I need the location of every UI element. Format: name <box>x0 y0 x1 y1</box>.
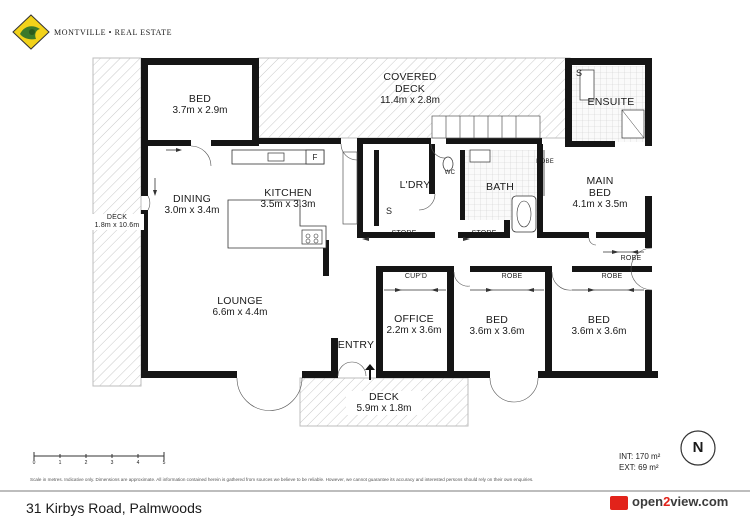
laundry-name: L'DRY <box>399 179 431 191</box>
bed-mid-dims: 3.6m x 3.6m <box>469 326 525 338</box>
bath-label: BATH <box>480 181 520 193</box>
area-internal: INT: 170 m² <box>619 452 661 461</box>
s-laundry-label: S <box>385 206 392 216</box>
open2view-part1: open <box>632 494 664 509</box>
kitchen-label: KITCHEN 3.5m x 3.3m <box>248 187 328 211</box>
kitchen-name: KITCHEN <box>264 187 312 199</box>
laundry-label: L'DRY <box>390 179 440 191</box>
bed-right-label: BED 3.6m x 3.6m <box>558 314 640 338</box>
fridge-label: F <box>312 153 318 162</box>
side-deck-name: DECK <box>106 214 128 221</box>
scale-tick-1: 1 <box>58 460 62 466</box>
scale-tick-5: 5 <box>162 460 166 466</box>
bed-top-name: BED <box>188 93 212 105</box>
deck-stairs <box>431 115 541 139</box>
lounge-label: LOUNGE 6.6m x 4.4m <box>200 295 280 319</box>
area-external: EXT: 69 m² <box>619 463 659 472</box>
entry-name: ENTRY <box>337 339 375 351</box>
robe-mid-label: ROBE <box>501 273 523 280</box>
main-bed-label: MAIN BED 4.1m x 3.5m <box>560 175 640 211</box>
bath-name: BATH <box>485 181 515 193</box>
bed-mid-label: BED 3.6m x 3.6m <box>456 314 538 338</box>
ensuite-label: ENSUITE <box>584 96 638 108</box>
office-dims: 2.2m x 3.6m <box>386 325 442 337</box>
front-deck-label: DECK 5.9m x 1.8m <box>346 391 422 415</box>
bed-right-name: BED <box>587 314 611 326</box>
scale-bar <box>33 452 165 460</box>
pantry-shelves <box>342 151 358 225</box>
kitchen-fridge <box>305 149 325 165</box>
entry-arrow <box>365 364 375 380</box>
store-label-1: STORE <box>391 230 417 237</box>
toilet <box>442 156 454 172</box>
ensuite-name: ENSUITE <box>587 96 635 108</box>
robe-right-label: ROBE <box>601 273 623 280</box>
dining-label: DINING 3.0m x 3.4m <box>152 193 232 217</box>
cooktop <box>301 229 323 245</box>
dining-name: DINING <box>173 193 211 205</box>
bed-top-dims: 3.7m x 2.9m <box>172 105 228 117</box>
bathtub <box>511 195 537 233</box>
office-label: OFFICE 2.2m x 3.6m <box>380 313 448 337</box>
cupd-label: CUP'D <box>404 273 428 280</box>
main-bed-name: MAIN <box>586 175 614 187</box>
kitchen-dims: 3.5m x 3.3m <box>260 199 316 211</box>
scale-tick-3: 3 <box>110 460 114 466</box>
bed-right-dims: 3.6m x 3.6m <box>571 326 627 338</box>
covered-deck-name: COVERED <box>383 71 437 83</box>
office-name: OFFICE <box>394 313 434 325</box>
scale-tick-2: 2 <box>84 460 88 466</box>
front-deck-dims: 5.9m x 1.8m <box>356 403 412 415</box>
robe-main-label: ROBE <box>620 255 642 262</box>
open2view-brand: open2view.com <box>632 494 728 509</box>
open2view-part2: 2 <box>663 494 671 509</box>
s-ensuite-label: S <box>575 68 582 78</box>
bed-mid-name: BED <box>485 314 509 326</box>
covered-deck-dims: 11.4m x 2.8m <box>380 95 440 107</box>
lounge-name: LOUNGE <box>217 295 263 307</box>
scale-tick-4: 4 <box>136 460 140 466</box>
covered-deck-name2: DECK <box>395 83 425 96</box>
agency-logo <box>12 14 50 50</box>
wc-label: WC <box>444 170 456 176</box>
entry-label: ENTRY <box>336 339 376 351</box>
open2view-icon <box>610 496 628 510</box>
scale-tick-0: 0 <box>32 460 36 466</box>
store-label-2: STORE <box>471 230 497 237</box>
agency-name: MONTVILLE • REAL ESTATE <box>54 28 173 37</box>
kitchen-sink <box>267 152 285 162</box>
main-bed-dims: 4.1m x 3.5m <box>572 199 628 211</box>
robe-main2-label: ROBE <box>536 159 554 165</box>
footer-divider <box>0 490 750 492</box>
open2view-part3: view.com <box>670 494 729 509</box>
compass <box>680 430 716 466</box>
main-bed-name2: BED <box>588 187 612 200</box>
bed-top-label: BED 3.7m x 2.9m <box>160 93 240 117</box>
compass-north-label: N <box>692 439 704 456</box>
dining-dims: 3.0m x 3.4m <box>164 205 220 217</box>
disclaimer-text: Scale in metres. Indicative only. Dimens… <box>30 477 534 482</box>
property-address: 31 Kirbys Road, Palmwoods <box>26 500 202 516</box>
covered-deck-label: COVERED DECK 11.4m x 2.8m <box>370 71 450 107</box>
side-deck-dims: 1.8m x 10.6m <box>94 222 140 230</box>
front-deck-name: DECK <box>369 391 399 403</box>
lounge-dims: 6.6m x 4.4m <box>212 307 268 319</box>
side-deck-label: DECK 1.8m x 10.6m <box>90 214 144 231</box>
kitchen-island <box>227 199 327 249</box>
